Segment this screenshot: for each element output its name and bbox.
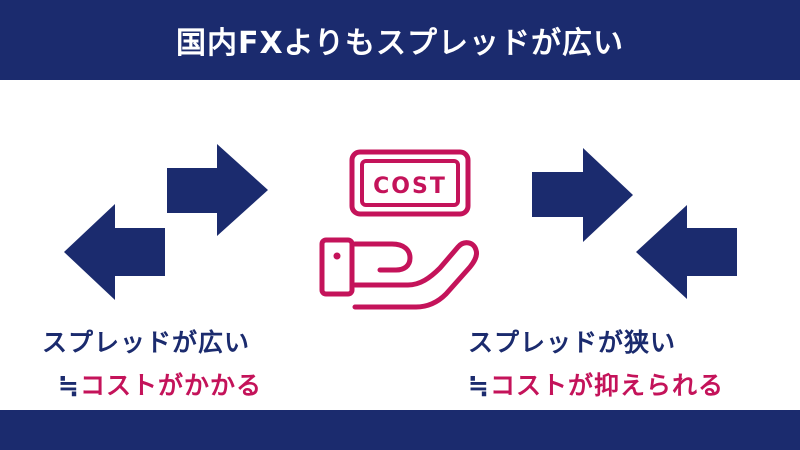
right-caption-sub-row: ≒コストが抑えられる [468,373,724,398]
right-approx-symbol: ≒ [468,371,490,400]
right-left-arrow-icon [636,205,737,299]
left-caption-sub-row: ≒コストがかかる [58,373,262,398]
right-right-arrow-icon [532,148,633,242]
left-caption-sub: コストがかかる [79,371,262,400]
page-title: 国内FXよりもスプレッドが広い [175,26,625,61]
cost-hand-icon [319,149,479,310]
footer-banner [0,410,800,450]
left-right-arrow-icon [167,144,268,236]
cost-label: COST [373,174,447,199]
left-approx-symbol: ≒ [58,371,80,400]
header-banner: 国内FXよりもスプレッドが広い [0,0,800,80]
left-caption-main: スプレッドが広い [42,328,251,357]
left-left-arrow-icon [64,204,165,300]
right-caption-main: スプレッドが狭い [468,328,677,357]
right-caption-sub: コストが抑えられる [489,371,724,400]
